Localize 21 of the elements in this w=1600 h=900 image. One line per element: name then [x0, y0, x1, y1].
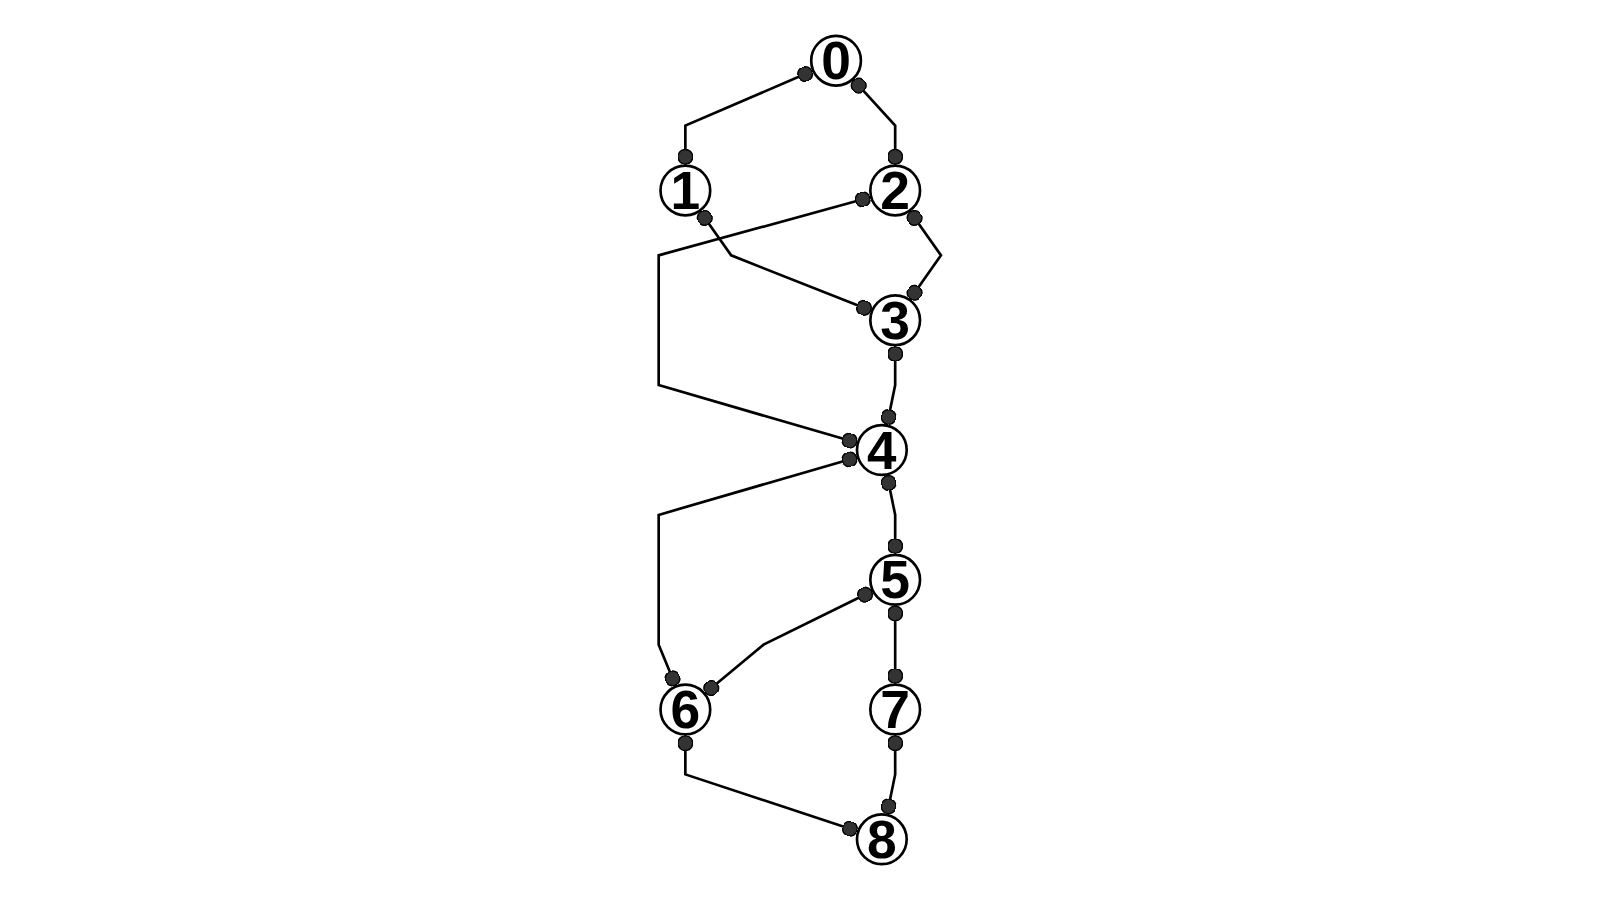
connector [703, 586, 874, 697]
node-circle: 1 [659, 164, 712, 217]
connector [677, 734, 859, 837]
node-circle: 6 [659, 683, 712, 736]
connector [887, 604, 904, 685]
node-circle: 4 [855, 423, 909, 477]
connector [677, 65, 814, 166]
connector [657, 451, 859, 688]
connector [880, 734, 904, 816]
connector [850, 77, 904, 166]
connector [657, 191, 872, 449]
connector [880, 474, 904, 555]
node-circle: 0 [810, 34, 863, 87]
connector [906, 209, 943, 301]
node-circle: 8 [855, 813, 909, 866]
node-circle: 7 [869, 683, 922, 736]
node-circle: 5 [869, 553, 922, 606]
node-circle: 2 [869, 164, 922, 217]
connector [696, 209, 873, 316]
connector [880, 345, 904, 426]
node-circle: 3 [869, 294, 922, 347]
